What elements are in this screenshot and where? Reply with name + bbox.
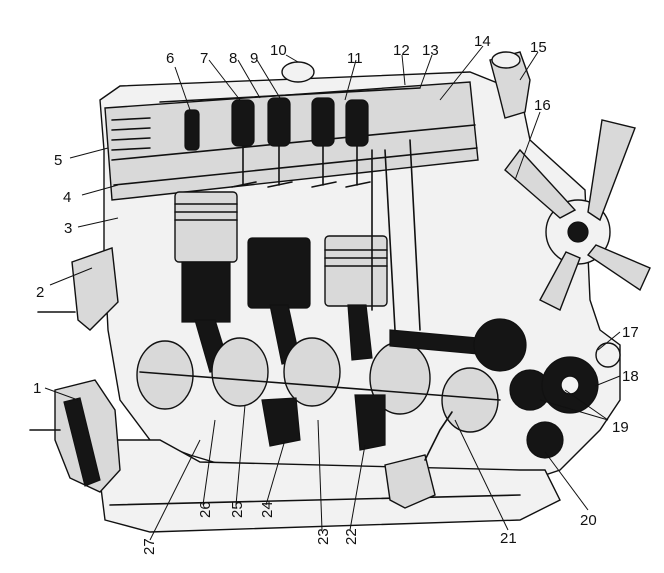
label-15: 15 [530, 39, 547, 56]
timing-gears [473, 318, 621, 459]
oil-sump [94, 439, 561, 533]
label-4: 4 [63, 189, 71, 206]
intake-pipe [489, 51, 531, 119]
callout-labels: 1 2 3 4 5 6 7 8 9 10 11 12 13 14 15 16 1… [33, 33, 639, 555]
label-20: 20 [580, 512, 597, 529]
label-16: 16 [534, 97, 551, 114]
label-7: 7 [200, 50, 208, 67]
oil-strainer [384, 411, 453, 509]
label-26: 26 [197, 501, 214, 518]
label-14: 14 [474, 33, 491, 50]
crankshaft [136, 337, 501, 451]
label-1: 1 [33, 380, 41, 397]
flywheel [29, 247, 121, 493]
label-27: 27 [141, 538, 158, 555]
label-24: 24 [259, 501, 276, 518]
label-21: 21 [500, 530, 517, 547]
leader-lines [44, 45, 621, 541]
label-2: 2 [36, 284, 44, 301]
label-18: 18 [622, 368, 639, 385]
label-10: 10 [270, 42, 287, 59]
label-25: 25 [229, 501, 246, 518]
label-12: 12 [393, 42, 410, 59]
label-5: 5 [54, 152, 62, 169]
fan [504, 119, 651, 311]
valve-train [159, 61, 421, 188]
label-3: 3 [64, 220, 72, 237]
label-6: 6 [166, 50, 174, 67]
label-13: 13 [422, 42, 439, 59]
label-8: 8 [229, 50, 237, 67]
label-19: 19 [612, 419, 629, 436]
label-22: 22 [343, 528, 360, 545]
label-23: 23 [315, 528, 332, 545]
label-17: 17 [622, 324, 639, 341]
label-9: 9 [250, 50, 258, 67]
label-11: 11 [347, 50, 363, 67]
